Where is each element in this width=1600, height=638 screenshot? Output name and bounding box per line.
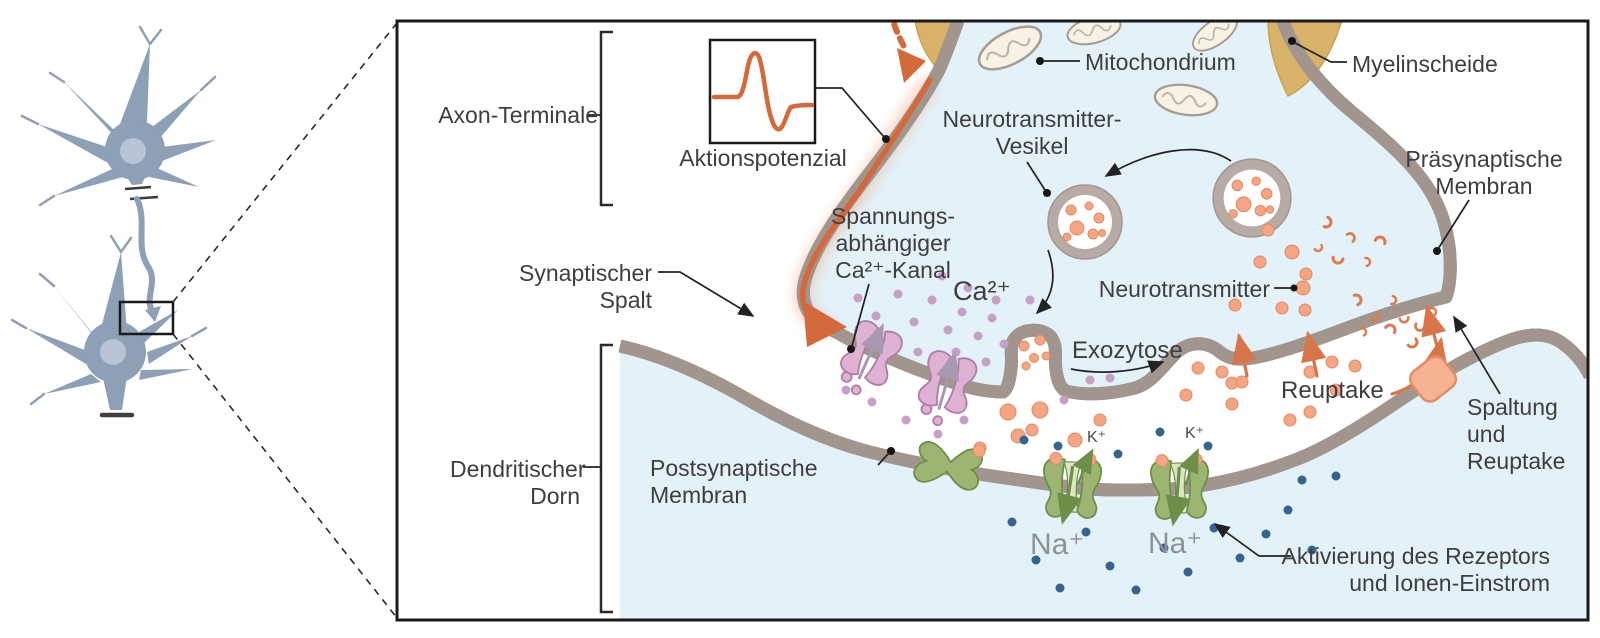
label-synaptischer-spalt: Synaptischer Spalt	[519, 260, 652, 313]
label-spannungsabhaengiger-kanal: Spannungs- abhängiger Ca²⁺-Kanal	[830, 203, 956, 283]
axon-break-marks	[124, 185, 159, 201]
receptor-closed-icon	[913, 441, 986, 491]
label-aktionspotenzial: Aktionspotenzial	[679, 145, 847, 171]
action-potential-waveform	[711, 50, 815, 132]
label-ca-ion: Ca²⁺	[953, 276, 1011, 306]
enzyme-transporter-icon	[1408, 355, 1458, 403]
presynaptic-terminal-shape	[803, 22, 1451, 394]
label-na-ion: Na⁺	[1148, 527, 1203, 560]
label-mitochondrium: Mitochondrium	[1085, 49, 1236, 75]
neuron-overview-panel	[10, 22, 398, 619]
neuron-icon	[20, 25, 217, 207]
inset-box	[118, 300, 175, 336]
label-neurotransmitter: Neurotransmitter	[1098, 276, 1270, 302]
label-axon-terminale: Axon-Terminale	[438, 102, 598, 128]
synapse-detail	[583, 22, 1587, 619]
dendritic-spine-bracket	[599, 343, 613, 614]
axon	[134, 196, 155, 312]
action-potential-inset	[708, 38, 817, 145]
label-postsynaptische-membran: Postsynaptische Membran	[650, 455, 818, 508]
label-praesynaptische-membran: Präsynaptische Membran	[1405, 146, 1563, 199]
label-na-ion: Na⁺	[1030, 528, 1085, 561]
frame-border	[395, 19, 1590, 622]
label-dendritischer-dorn: Dendritischer Dorn	[450, 456, 586, 509]
label-exozytose: Exozytose	[1072, 337, 1183, 364]
label-k-ion: K⁺	[1185, 425, 1205, 442]
inset-connector-lines	[172, 22, 398, 619]
neuron-icon	[10, 234, 208, 418]
label-aktivierung-rezeptor: Aktivierung des Rezeptors und Ionen-Eins…	[1281, 543, 1550, 596]
leader-lines	[658, 37, 1501, 557]
postsynaptic-spine-shape	[620, 335, 1587, 619]
label-spaltung-und-reuptake: Spaltung und Reuptake	[1467, 394, 1566, 474]
axon-bouton	[145, 306, 161, 322]
vesicle-to-membrane-arrow	[1035, 249, 1054, 315]
axon-terminal-bracket	[599, 30, 613, 207]
label-reuptake: Reuptake	[1281, 377, 1384, 404]
label-myelinscheide: Myelinscheide	[1352, 51, 1498, 77]
calcium-ions	[841, 271, 1115, 439]
label-k-ion: K⁺	[1087, 429, 1107, 446]
label-neurotransmitter-vesikel: Neurotransmitter- Vesikel	[942, 106, 1122, 159]
action-potential-arrow	[799, 22, 933, 347]
vesicle-transport-arrow	[1104, 148, 1232, 177]
sodium-ions	[1007, 427, 1341, 595]
